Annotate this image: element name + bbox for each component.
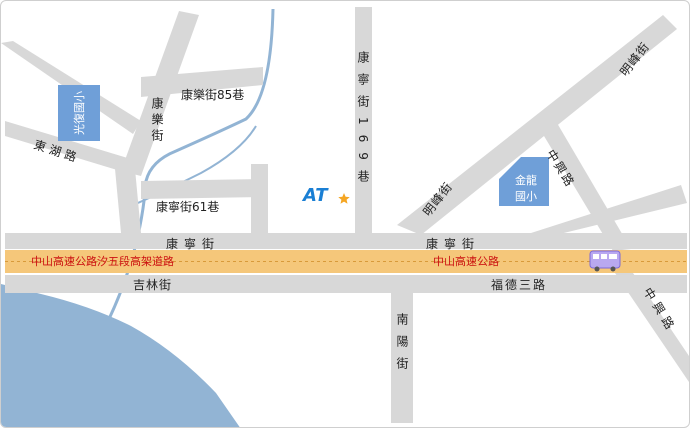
road-mingfeng xyxy=(397,15,677,235)
label-kangning-61: 康寧街61巷 xyxy=(156,199,219,214)
label-highway-west: 中山高速公路汐五段高架道路 xyxy=(31,254,174,268)
roads xyxy=(1,7,689,423)
road-zhongxing-south xyxy=(615,273,689,383)
logo-at: AT xyxy=(301,185,329,206)
label-highway-east: 中山高速公路 xyxy=(433,254,499,268)
school-guangfu: 光復國小 xyxy=(58,85,100,141)
school-jinlong-block xyxy=(499,157,549,206)
bus-icon xyxy=(589,250,621,272)
location-marker: AT xyxy=(301,185,350,206)
label-nanyang: 南陽街 xyxy=(395,312,409,379)
label-kangning-main-e: 康寧街 xyxy=(426,236,480,251)
star-icon xyxy=(338,193,350,204)
highway xyxy=(5,250,687,273)
road-east-branch xyxy=(531,185,687,241)
school-guangfu-label: 光復國小 xyxy=(72,91,86,135)
label-kangle: 康樂街 xyxy=(150,96,164,145)
highway-band xyxy=(5,250,687,273)
road-kangle-south xyxy=(115,169,141,233)
road-kangning-61-v xyxy=(251,164,268,234)
school-jinlong-label-1: 金龍 xyxy=(515,173,537,187)
school-guangfu-block xyxy=(58,85,100,141)
road-kangning-61-h xyxy=(141,179,263,199)
road-donghu xyxy=(5,121,131,173)
school-jinlong-label-2: 國小 xyxy=(515,190,537,203)
road-kangle-85 xyxy=(141,67,263,97)
label-kangning-main-w: 康寧街 xyxy=(166,236,220,251)
label-kangle-85: 康樂街85巷 xyxy=(181,87,244,102)
school-jinlong: 金龍 國小 xyxy=(499,157,549,206)
label-fude-3: 福德三路 xyxy=(491,277,547,292)
label-kangning-169: 康寧街169巷 xyxy=(356,50,370,192)
river-main xyxy=(1,284,240,427)
road-kangning-main xyxy=(5,233,687,249)
road-jilin-fude xyxy=(5,275,687,293)
label-jilin: 吉林街 xyxy=(133,278,172,292)
road-kangning-169 xyxy=(355,7,372,235)
road-nanyang xyxy=(391,291,413,423)
